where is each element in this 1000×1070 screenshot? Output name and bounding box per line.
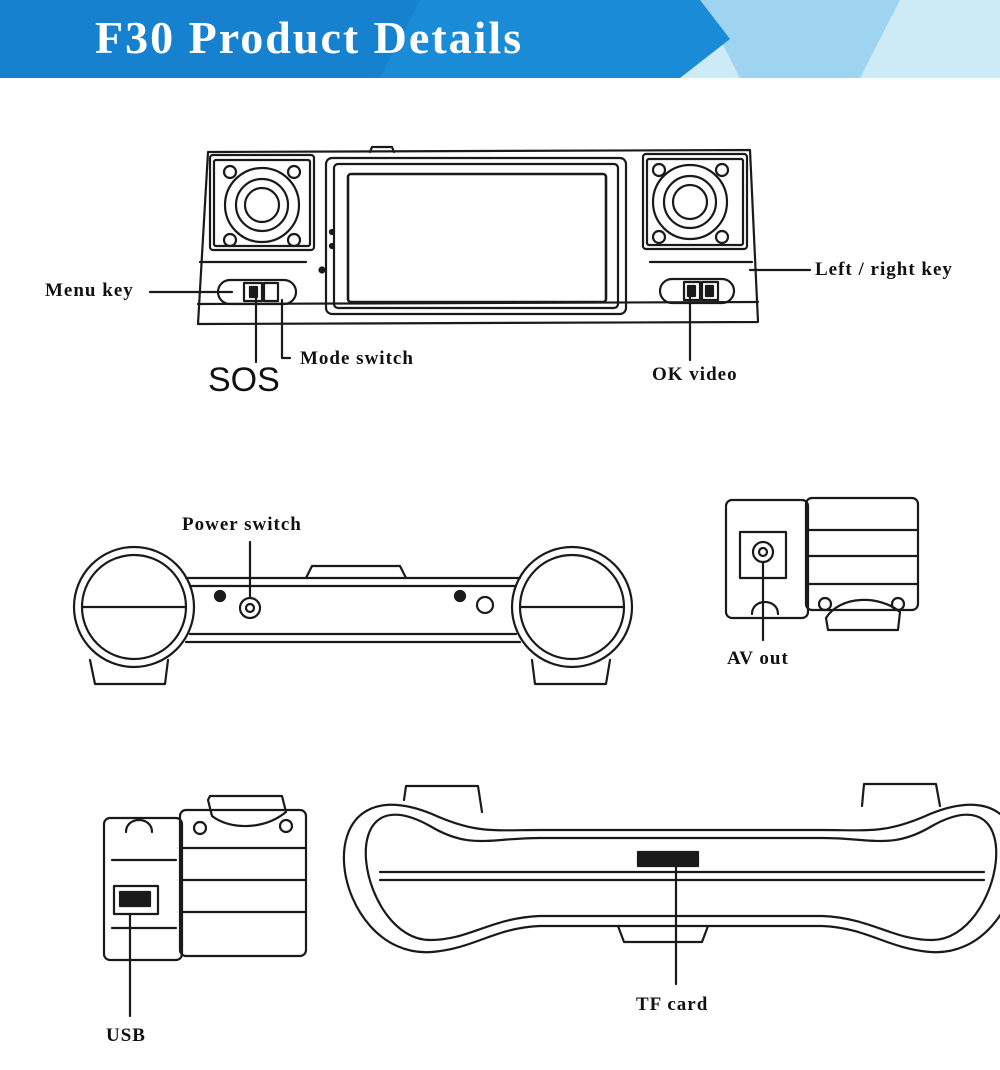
usb-side-device [102, 794, 308, 1018]
top-view-device [72, 540, 634, 686]
header-banner: F30 Product Details [0, 0, 1000, 78]
front-view-leaders [148, 268, 812, 364]
label-tf-card: TF card [636, 994, 709, 1015]
label-menu-key: Menu key [45, 280, 134, 301]
banner-background [0, 0, 1000, 78]
page-title: F30 Product Details [95, 12, 524, 63]
label-left-right-key: Left / right key [815, 259, 953, 280]
bottom-view-device [342, 782, 1000, 986]
label-mode-switch: Mode switch [300, 348, 414, 369]
label-power-switch: Power switch [182, 514, 302, 535]
label-av-out: AV out [727, 648, 789, 669]
label-usb: USB [106, 1025, 146, 1046]
front-view-device [196, 145, 760, 326]
label-sos: SOS [208, 361, 280, 399]
av-side-device [724, 496, 920, 642]
label-ok-video: OK video [652, 364, 738, 385]
